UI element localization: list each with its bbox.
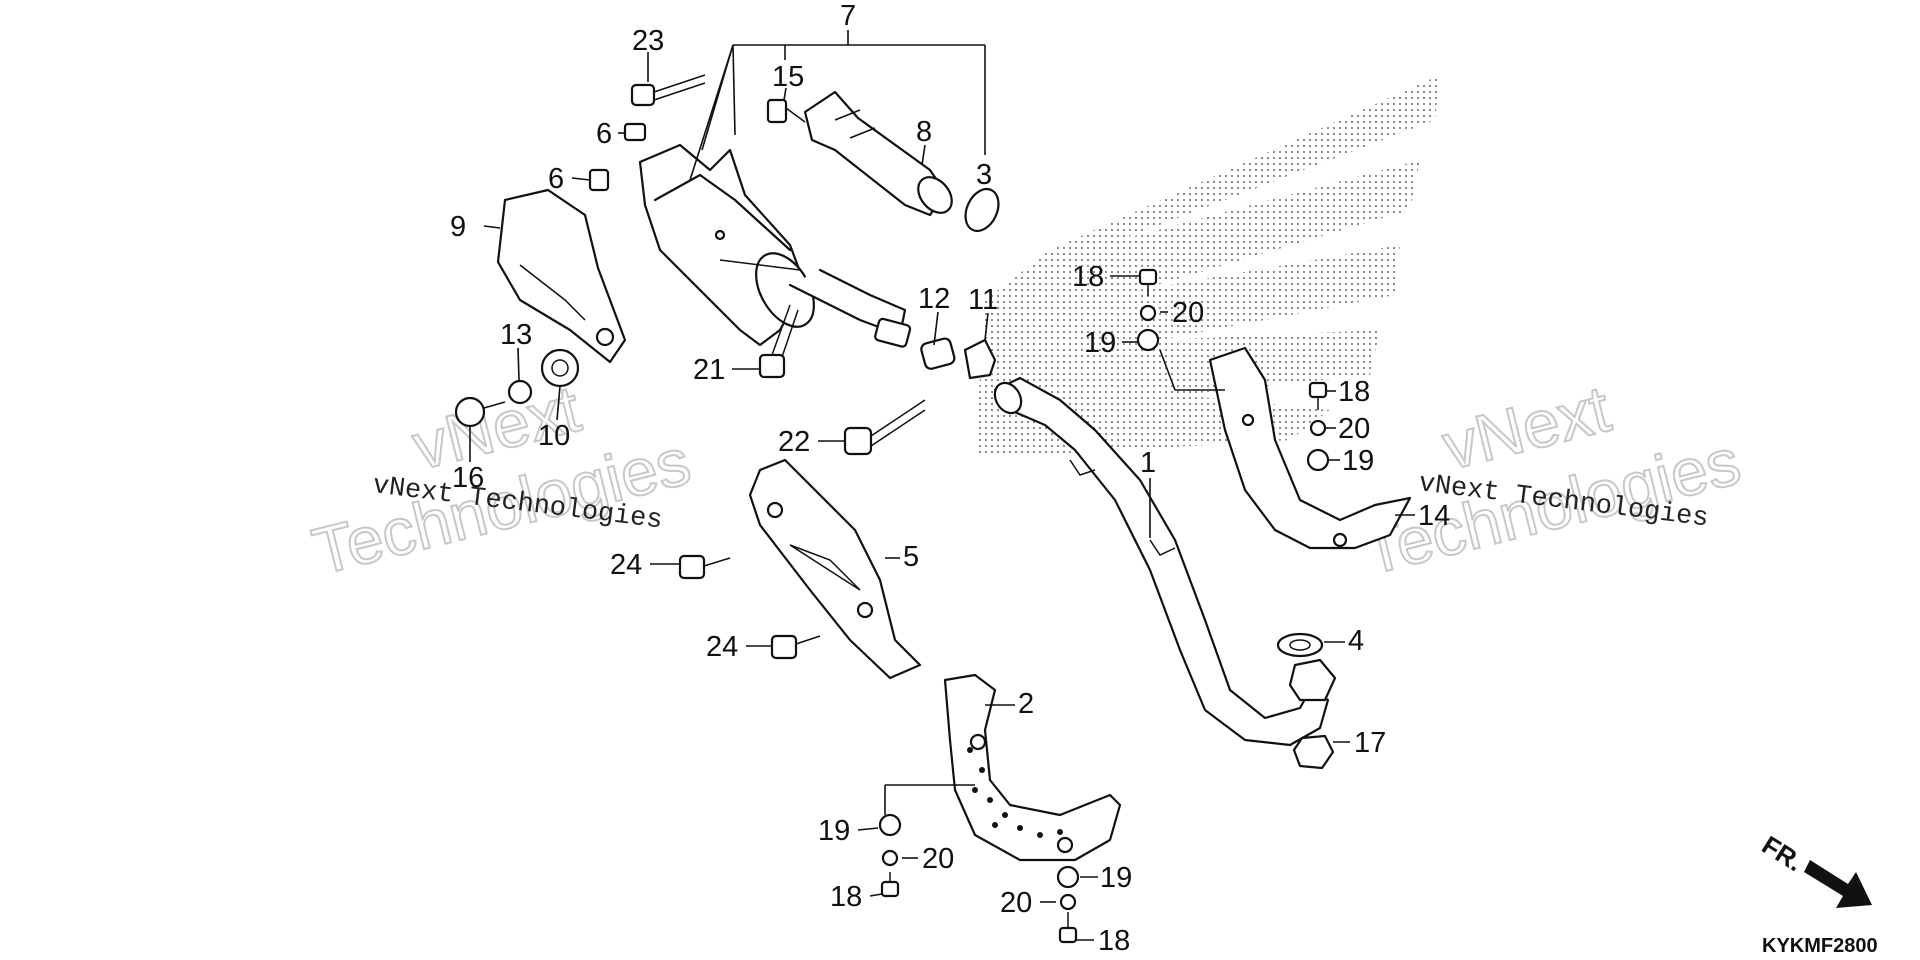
rubber-6b-part xyxy=(588,168,610,192)
fastener-stack-lower-right xyxy=(1056,865,1080,944)
callout-3: 3 xyxy=(976,159,992,191)
callout-19: 19 xyxy=(1084,327,1116,359)
callout-23: 23 xyxy=(632,25,664,57)
callout-20: 20 xyxy=(1172,297,1204,329)
flange-part xyxy=(1288,658,1337,702)
fastener-stack-upper-left xyxy=(1136,268,1225,391)
gasket-4-part xyxy=(1276,632,1324,658)
fastener-stack-lower-left xyxy=(878,784,975,898)
callout-7: 7 xyxy=(840,0,856,32)
pipe-protector-14-part xyxy=(1208,346,1412,550)
tail-pipe-part xyxy=(803,90,953,217)
muffler-part xyxy=(638,143,912,348)
washer-13-part xyxy=(507,379,533,405)
callout-6: 6 xyxy=(548,163,564,195)
callout-9: 9 xyxy=(450,211,466,243)
callout-13: 13 xyxy=(500,319,532,351)
grommet-10-part xyxy=(540,348,580,388)
front-direction-arrow: FR. xyxy=(1757,830,1872,908)
callout-12: 12 xyxy=(918,283,950,315)
nut-17-part xyxy=(1292,734,1335,770)
callout-2: 2 xyxy=(1018,688,1034,720)
callout-20: 20 xyxy=(922,843,954,875)
collar-12-part xyxy=(920,337,956,370)
callout-15: 15 xyxy=(772,61,804,93)
gasket-part xyxy=(964,187,1000,233)
callout-6: 6 xyxy=(596,118,612,150)
callout-leaders xyxy=(469,30,1415,941)
callout-18: 18 xyxy=(1338,376,1370,408)
callout-16: 16 xyxy=(452,462,484,494)
callout-24: 24 xyxy=(610,549,642,581)
callout-18: 18 xyxy=(1072,261,1104,293)
watermark-large-right: vNext Technologies xyxy=(1354,370,1748,590)
callout-22: 22 xyxy=(778,426,810,458)
wing-logo-background xyxy=(975,75,1440,455)
callout-4: 4 xyxy=(1348,625,1364,657)
callout-14: 14 xyxy=(1418,500,1450,532)
bolt-22-part xyxy=(843,399,926,456)
fastener-stack-upper-right xyxy=(1306,381,1330,472)
callout-24: 24 xyxy=(706,631,738,663)
exhaust-pipe-part xyxy=(993,376,1330,747)
diagram-code: KYKMF2800 xyxy=(1762,935,1878,957)
bolt-24b-part xyxy=(770,634,821,660)
callout-19: 19 xyxy=(1342,445,1374,477)
callout-17: 17 xyxy=(1354,727,1386,759)
callout-11: 11 xyxy=(968,284,998,316)
muffler-protector-part xyxy=(496,188,627,364)
protector-2-part xyxy=(943,673,1122,862)
bolt-15-part xyxy=(766,98,806,124)
heat-guard-5-part xyxy=(748,458,922,680)
bolt-24a-part xyxy=(678,554,731,580)
clamp-11-part xyxy=(963,338,997,380)
svg-text:FR.: FR. xyxy=(1757,830,1808,878)
callout-18: 18 xyxy=(830,881,862,913)
callout-1: 1 xyxy=(1140,447,1156,479)
callout-10: 10 xyxy=(538,420,570,452)
callout-20: 20 xyxy=(1338,413,1370,445)
callout-labels: 7 23 15 6 6 8 3 9 12 11 13 21 10 16 22 1… xyxy=(450,0,1450,957)
bolt-21-part xyxy=(758,304,799,379)
callout-19: 19 xyxy=(1100,862,1132,894)
bolt-23-part xyxy=(630,74,706,107)
rubber-6a-part xyxy=(623,122,647,142)
callout-21: 21 xyxy=(693,354,725,386)
callout-20: 20 xyxy=(1000,887,1032,919)
callout-5: 5 xyxy=(903,541,919,573)
callout-19: 19 xyxy=(818,815,850,847)
callout-18: 18 xyxy=(1098,925,1130,957)
callout-8: 8 xyxy=(916,116,932,148)
